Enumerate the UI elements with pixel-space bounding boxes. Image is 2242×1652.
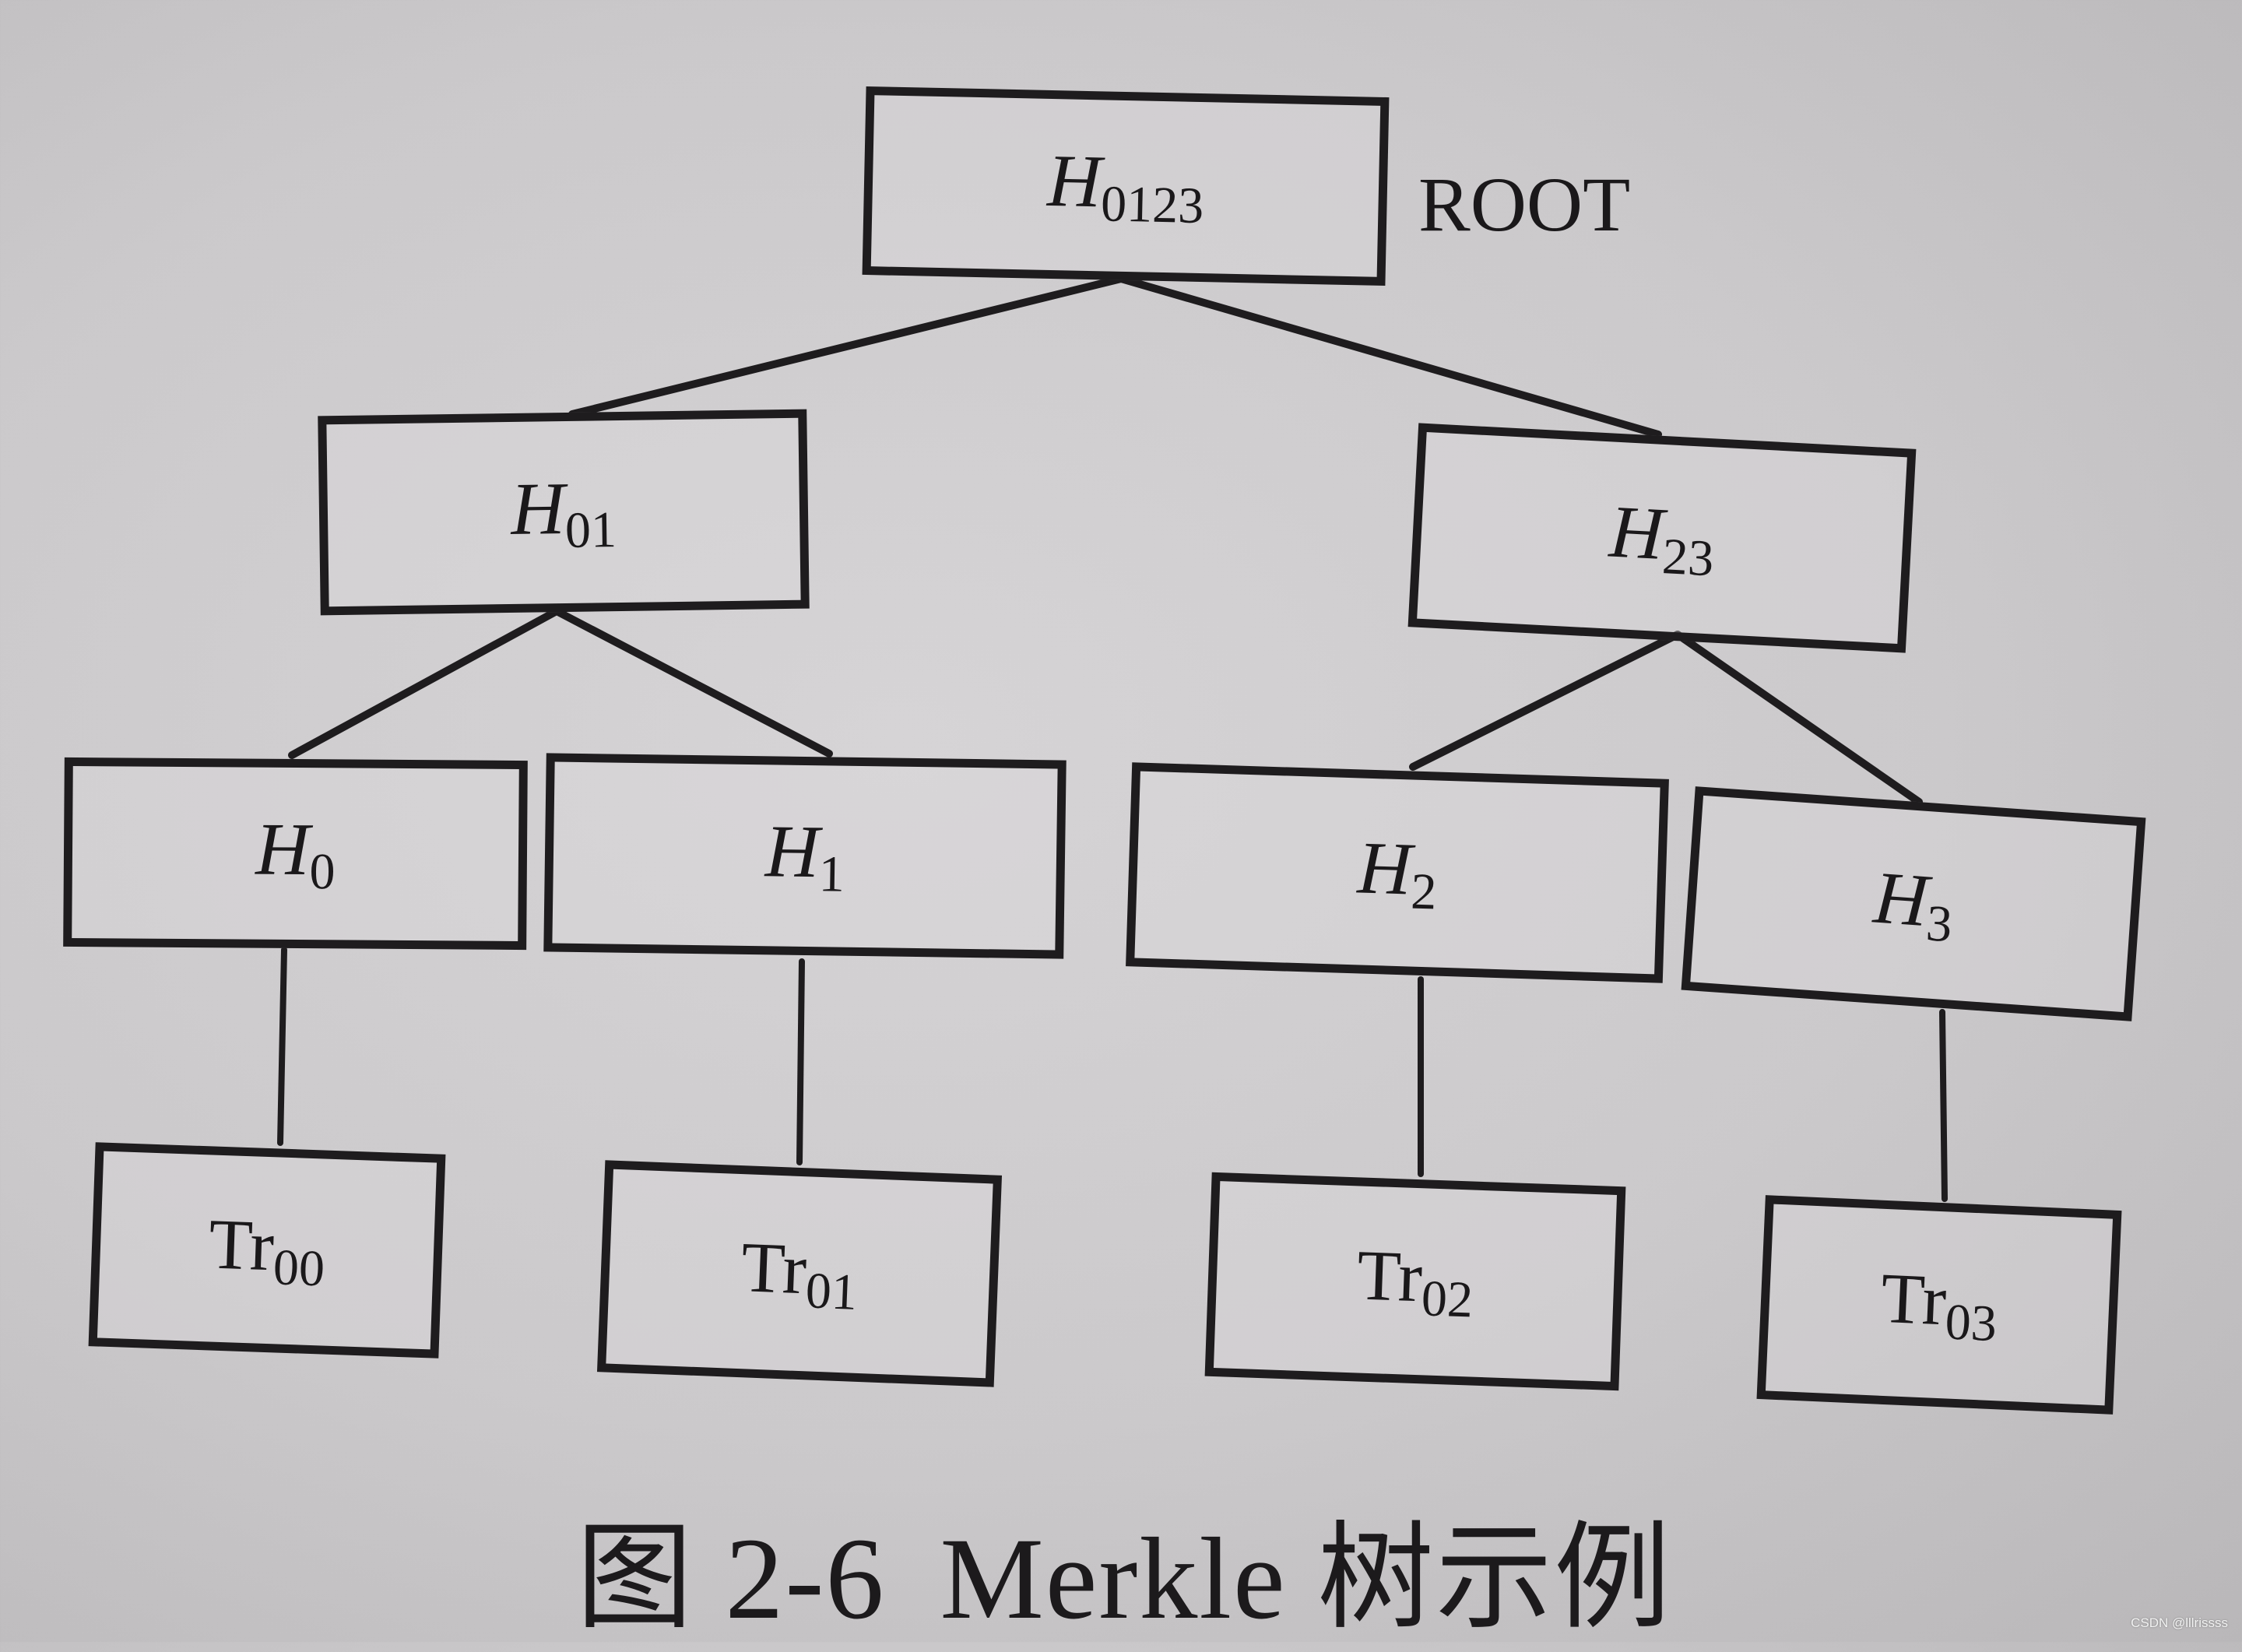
figure-number: 图 2-6 bbox=[576, 1514, 886, 1643]
node-label: H3 bbox=[1871, 855, 1954, 953]
edge-h01-h0 bbox=[288, 607, 560, 759]
node-label: H0123 bbox=[1046, 138, 1204, 234]
node-h1: H1 bbox=[543, 753, 1067, 959]
leaf-tr02: Tr02 bbox=[1204, 1172, 1626, 1391]
node-label: H0 bbox=[255, 807, 336, 901]
node-h3: H3 bbox=[1681, 786, 2146, 1021]
edge-h3-tr03 bbox=[1939, 1009, 1948, 1202]
edge-h23-h2 bbox=[1409, 631, 1682, 771]
leaf-label: Tr00 bbox=[207, 1203, 326, 1298]
edge-h01-h1 bbox=[553, 607, 833, 757]
edge-root-h01 bbox=[568, 275, 1125, 418]
edge-root-h23 bbox=[1117, 275, 1662, 438]
node-label: H2 bbox=[1356, 824, 1438, 921]
figure-title: Merkle 树示例 bbox=[940, 1514, 1673, 1643]
leaf-tr01: Tr01 bbox=[596, 1160, 1003, 1387]
node-h23: H23 bbox=[1407, 423, 1917, 653]
node-h01: H01 bbox=[318, 409, 810, 616]
edge-h23-h3 bbox=[1674, 631, 1923, 806]
leaf-label: Tr01 bbox=[740, 1226, 859, 1321]
watermark: CSDN @lllrissss bbox=[2131, 1615, 2228, 1630]
edge-h1-tr01 bbox=[796, 958, 805, 1165]
leaf-label: Tr03 bbox=[1879, 1257, 1998, 1352]
root-tag-label: ROOT bbox=[1418, 161, 1631, 248]
edge-h0-tr00 bbox=[277, 947, 287, 1146]
node-label: H01 bbox=[510, 466, 617, 559]
leaf-tr00: Tr00 bbox=[88, 1142, 446, 1359]
leaf-tr03: Tr03 bbox=[1756, 1195, 2122, 1415]
node-label: H1 bbox=[764, 809, 845, 903]
node-label: H23 bbox=[1607, 489, 1716, 587]
node-h0: H0 bbox=[63, 757, 528, 951]
node-h2: H2 bbox=[1126, 762, 1669, 983]
figure-caption: 图 2-6 Merkle 树示例 bbox=[576, 1483, 1672, 1652]
leaf-label: Tr02 bbox=[1355, 1234, 1474, 1329]
node-root-h0123: H0123 bbox=[862, 86, 1390, 286]
